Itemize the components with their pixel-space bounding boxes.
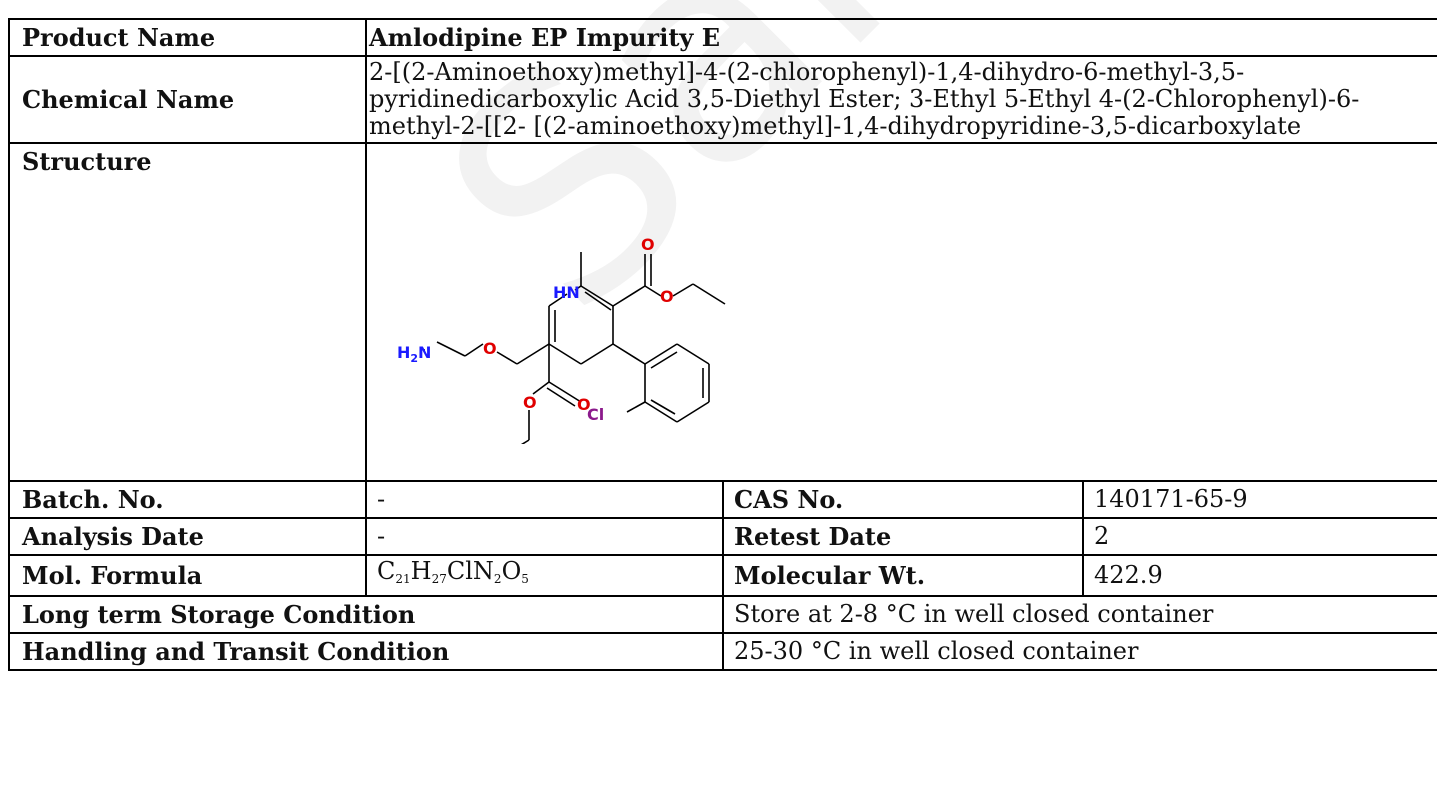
structure-cell: O O HN H2N O O O Cl — [364, 142, 1437, 482]
row-formula: Mol. Formula C21H27ClN2O5 Molecular Wt. … — [8, 554, 1437, 597]
atom-o1: O — [641, 235, 655, 254]
analysis-date-value: - — [365, 517, 724, 556]
storage-value: Store at 2-8 °C in well closed container — [721, 595, 1437, 634]
coa-table: Product Name Amlodipine EP Impurity E Ch… — [8, 18, 1437, 671]
atom-o5: O — [577, 395, 591, 414]
atom-o2: O — [660, 287, 674, 306]
atom-nh2: H2N — [397, 343, 431, 365]
row-structure: Structure — [8, 142, 1437, 482]
structure-label: Structure — [8, 142, 367, 482]
atom-hn: HN — [553, 283, 580, 302]
mol-formula-value: C21H27ClN2O5 — [365, 554, 724, 597]
row-storage: Long term Storage Condition Store at 2-8… — [8, 595, 1437, 634]
chemical-structure-image: O O HN H2N O O O Cl — [397, 235, 726, 444]
handling-value: 25-30 °C in well closed container — [721, 632, 1437, 671]
structure-atoms: O O HN H2N O O O Cl — [397, 235, 674, 424]
molecular-weight-label: Molecular Wt. — [722, 554, 1084, 597]
row-chemical-name: Chemical Name 2-[(2-Aminoethoxy)methyl]-… — [8, 55, 1437, 144]
mol-formula-label: Mol. Formula — [8, 554, 367, 597]
batch-label: Batch. No. — [8, 480, 367, 519]
atom-o3: O — [483, 339, 497, 358]
storage-label: Long term Storage Condition — [8, 595, 724, 634]
batch-value: - — [365, 480, 724, 519]
cas-label: CAS No. — [722, 480, 1084, 519]
cas-value: 140171-65-9 — [1081, 480, 1437, 519]
chemical-name-label: Chemical Name — [8, 55, 367, 144]
row-product-name: Product Name Amlodipine EP Impurity E — [8, 18, 1437, 57]
chemical-name-value: 2-[(2-Aminoethoxy)methyl]-4-(2-chlorophe… — [364, 55, 1437, 144]
row-handling: Handling and Transit Condition 25-30 °C … — [8, 632, 1437, 671]
product-name-value: Amlodipine EP Impurity E — [364, 18, 1437, 57]
row-batch: Batch. No. - CAS No. 140171-65-9 — [8, 480, 1437, 519]
product-name-label: Product Name — [8, 18, 367, 57]
row-analysis: Analysis Date - Retest Date 2 — [8, 517, 1437, 556]
structure-bonds — [423, 252, 726, 444]
atom-o4: O — [523, 393, 537, 412]
retest-date-label: Retest Date — [722, 517, 1084, 556]
atom-cl: Cl — [587, 405, 604, 424]
retest-date-value: 2 — [1081, 517, 1437, 556]
analysis-date-label: Analysis Date — [8, 517, 367, 556]
handling-label: Handling and Transit Condition — [8, 632, 724, 671]
molecular-weight-value: 422.9 — [1081, 554, 1437, 597]
